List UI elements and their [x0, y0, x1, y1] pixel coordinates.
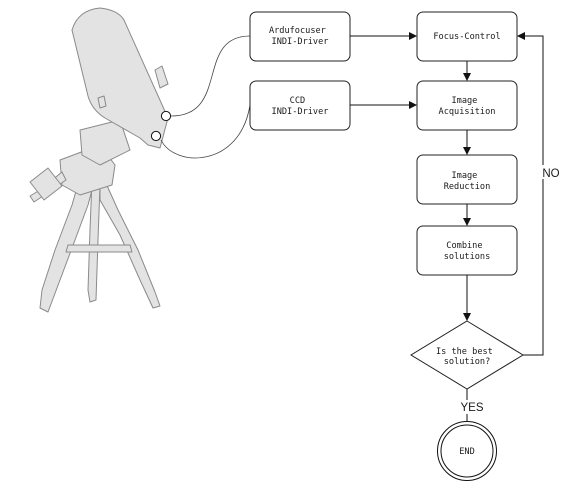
- svg-text:Image Reduction: Image Reduction: [444, 171, 491, 192]
- image-acquisition-label-line1: Image: [451, 96, 477, 106]
- ccd-driver-box: CCD INDI-Driver: [249, 80, 351, 131]
- combine-solutions-label-line2: solutions: [444, 252, 491, 262]
- svg-text:Focus-Control: Focus-Control: [433, 32, 500, 42]
- ardufocuser-label-line1: Ardufocuser: [269, 26, 326, 36]
- ardufocuser-cable: [170, 35, 251, 117]
- ccd-cable: [160, 104, 251, 159]
- focus-control-box: Focus-Control: [416, 11, 518, 62]
- image-reduction-label-line2: Reduction: [444, 182, 491, 192]
- ccd-label-line1: CCD: [290, 96, 306, 106]
- edge-decision-no-loop: [517, 32, 544, 356]
- svg-text:CCD INDI-Driver: CCD INDI-Driver: [272, 96, 329, 117]
- image-acquisition-box: Image Acquisition: [416, 80, 518, 131]
- end-terminal: END: [437, 421, 497, 481]
- ccd-label-line2: INDI-Driver: [272, 107, 329, 117]
- ardufocuser-label-line2: INDI-Driver: [272, 37, 329, 47]
- yes-edge-label: YES: [460, 402, 483, 414]
- svg-text:Ardufocuser INDI-Driver: Ardufocuser INDI-Driver: [269, 26, 331, 47]
- image-reduction-label-line1: Image: [451, 171, 477, 181]
- end-label: END: [459, 447, 475, 457]
- combine-solutions-box: Combine solutions: [416, 225, 518, 276]
- focus-control-label: Focus-Control: [433, 32, 500, 42]
- ardufocuser-driver-box: Ardufocuser INDI-Driver: [249, 11, 351, 62]
- svg-text:Is the best solution?: Is the best solution?: [436, 347, 498, 367]
- combine-solutions-label-line1: Combine: [446, 241, 482, 251]
- svg-text:Image Acquisition: Image Acquisition: [439, 96, 496, 117]
- decision-label-line1: Is the best: [436, 347, 493, 357]
- no-edge-label: NO: [542, 168, 559, 180]
- telescope-illustration: [29, 7, 172, 313]
- image-reduction-box: Image Reduction: [416, 154, 518, 205]
- best-solution-decision: Is the best solution?: [410, 320, 524, 390]
- svg-text:Combine solutions: Combine solutions: [444, 241, 491, 262]
- decision-label-line2: solution?: [444, 357, 491, 367]
- image-acquisition-label-line2: Acquisition: [439, 107, 496, 117]
